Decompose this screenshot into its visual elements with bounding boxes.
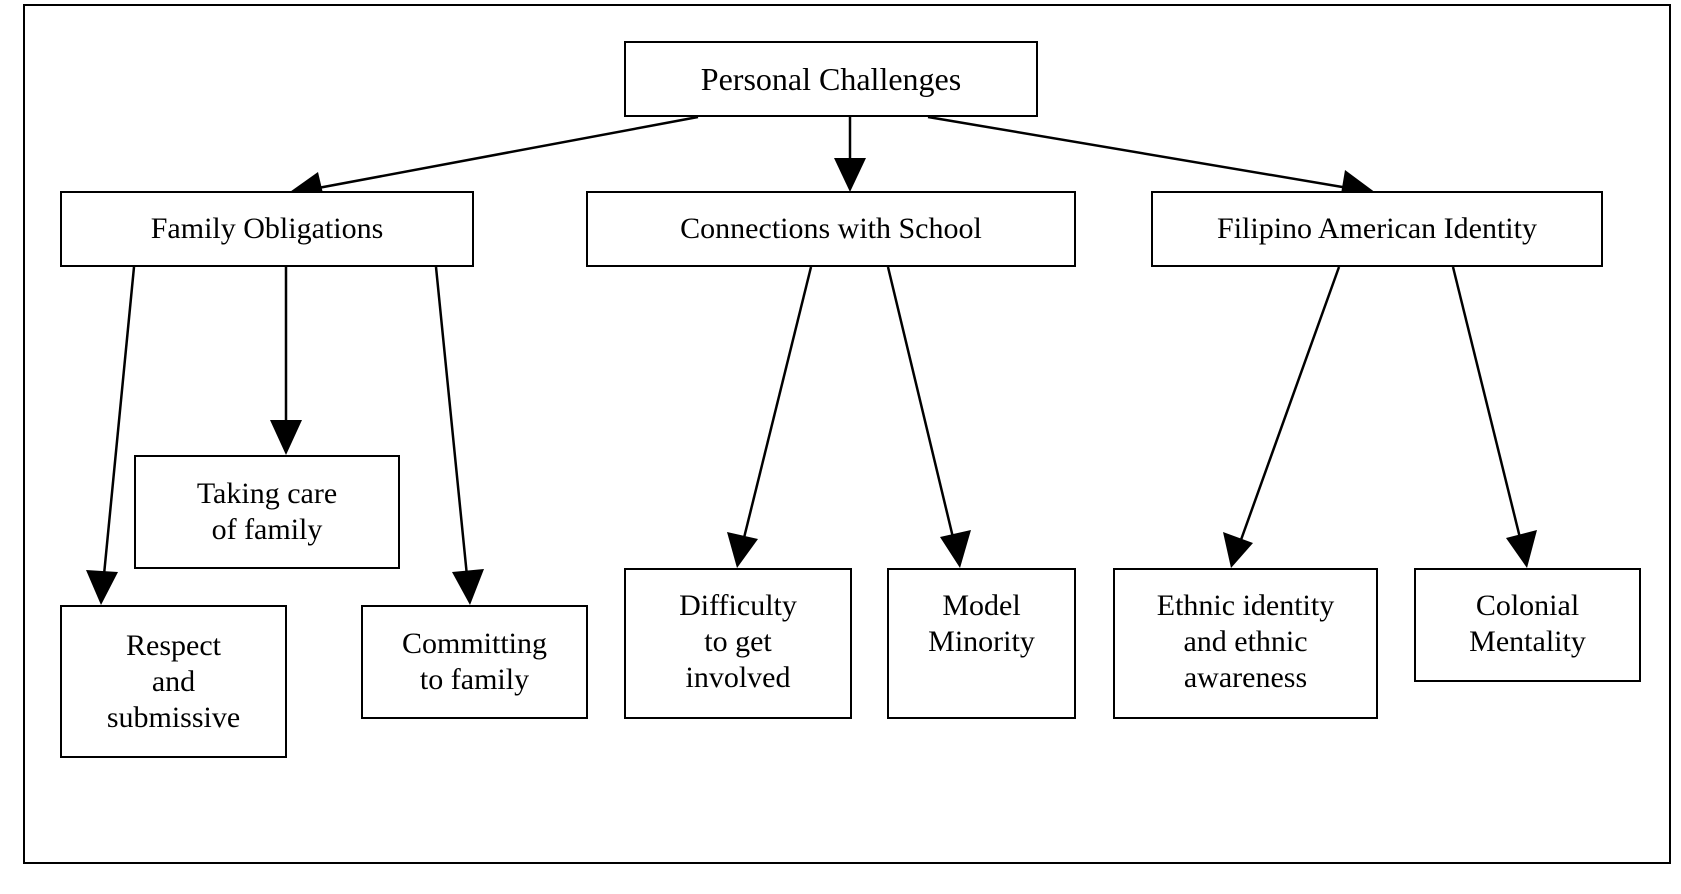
node-label-line: Mentality (1469, 625, 1586, 658)
node-respect-and-submissive: Respect and submissive (60, 605, 287, 758)
node-label-line: of family (211, 513, 323, 546)
node-label: Connections with School (680, 212, 982, 245)
node-label-line: to get (704, 625, 772, 658)
node-label-line: submissive (106, 700, 241, 734)
edge-family-care (270, 267, 302, 455)
node-filipino-american-identity: Filipino American Identity (1151, 191, 1603, 267)
node-personal-challenges: Personal Challenges (624, 41, 1038, 117)
edge-school-model (886, 266, 971, 568)
node-label-line: to family (419, 663, 530, 696)
node-label-line: Respect (126, 628, 221, 662)
node-label-line: Minority (928, 625, 1035, 658)
node-label: Personal Challenges (700, 61, 962, 97)
node-label-line: involved (685, 661, 791, 694)
node-label-line: awareness (1183, 661, 1308, 694)
node-taking-care-of-family: Taking care of family (134, 455, 400, 569)
node-difficulty-to-get-involved: Difficulty to get involved (624, 568, 852, 719)
diagram-frame (23, 4, 1671, 864)
edge-root-identity (927, 115, 1376, 200)
node-label-line: and (151, 664, 196, 698)
node-ethnic-identity-and-awareness: Ethnic identity and ethnic awareness (1113, 568, 1378, 719)
node-label-line: Committing (401, 627, 548, 660)
node-label-line: Colonial (1475, 589, 1580, 622)
node-label-line: Difficulty (679, 589, 797, 622)
edge-family-commit (434, 266, 484, 605)
node-family-obligations: Family Obligations (60, 191, 474, 267)
node-label: Filipino American Identity (1217, 212, 1537, 245)
node-committing-to-family: Committing to family (361, 605, 588, 719)
edge-identity-ethnic (1223, 266, 1341, 568)
node-label-line: Model (942, 589, 1021, 622)
edge-identity-colonial (1451, 266, 1537, 568)
edge-school-difficulty (727, 266, 813, 568)
edge-family-respect (86, 266, 136, 605)
node-label-line: and ethnic (1183, 625, 1308, 658)
node-label: Family Obligations (150, 212, 384, 245)
node-label-line: Taking care (196, 477, 338, 510)
node-label-line: Ethnic identity (1156, 589, 1335, 622)
edge-root-family (287, 115, 699, 202)
node-connections-with-school: Connections with School (586, 191, 1076, 267)
edge-root-school (834, 117, 866, 192)
node-model-minority: Model Minority (887, 568, 1076, 719)
node-colonial-mentality: Colonial Mentality (1414, 568, 1641, 682)
